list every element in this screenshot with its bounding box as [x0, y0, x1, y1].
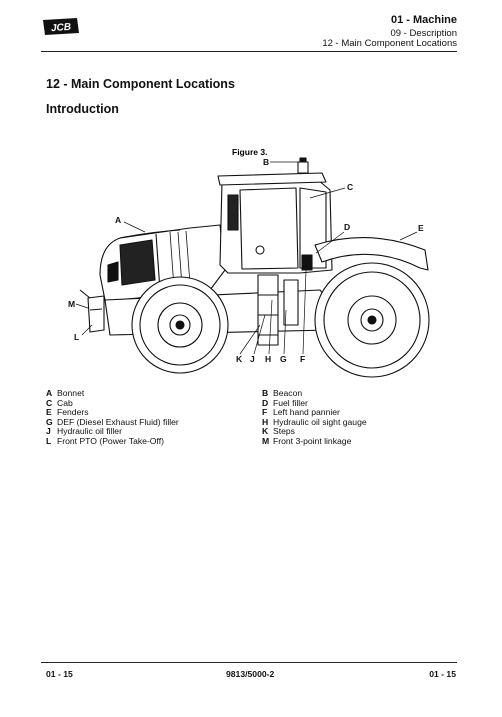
footer-page-left: 01 - 15 — [46, 669, 73, 679]
callout-h: H — [265, 354, 271, 364]
header-section: 09 - Description — [390, 28, 457, 39]
header-topic: 12 - Main Component Locations — [322, 38, 457, 49]
footer-rule — [41, 662, 457, 663]
callout-b: B — [263, 157, 269, 167]
callout-k: K — [236, 354, 243, 364]
leader-lines — [75, 161, 418, 355]
figure-caption: Figure 3. — [232, 147, 267, 157]
jcb-logo: JCB — [43, 18, 79, 35]
callout-f: F — [300, 354, 305, 364]
callout-d: D — [344, 222, 350, 232]
page-title: 12 - Main Component Locations — [46, 77, 235, 91]
callout-c: C — [347, 182, 353, 192]
header-chapter: 01 - Machine — [390, 14, 457, 26]
callout-l: L — [74, 332, 79, 342]
svg-text:JCB: JCB — [51, 22, 72, 34]
figure-callouts: B C A D E M L K J H G F — [68, 157, 424, 364]
header-rule — [41, 51, 457, 52]
footer-doc-number: 9813/5000-2 — [226, 669, 275, 679]
callout-m: M — [68, 299, 75, 309]
footer-page-right: 01 - 15 — [429, 669, 456, 679]
tractor-figure: Figure 3. — [68, 147, 430, 378]
callout-j: J — [250, 354, 255, 364]
callout-a: A — [115, 215, 121, 225]
callout-e: E — [418, 223, 424, 233]
callout-g: G — [280, 354, 287, 364]
tractor-drawing — [79, 157, 430, 378]
section-subtitle: Introduction — [46, 102, 119, 116]
